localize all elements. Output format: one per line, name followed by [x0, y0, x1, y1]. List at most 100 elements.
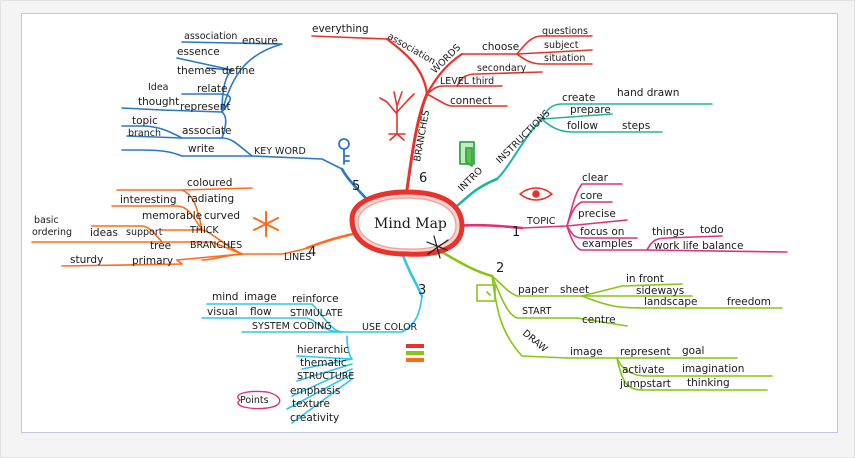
node-todo: todo	[700, 224, 724, 236]
node-relate: relate	[197, 83, 227, 95]
branches-lines	[311, 35, 593, 211]
topic-label: TOPIC	[526, 216, 556, 227]
key-icon	[338, 138, 350, 165]
node-thinking: thinking	[687, 377, 730, 389]
node-represent: represent	[620, 346, 670, 358]
node-image-green: image	[570, 346, 603, 358]
node-things: things	[652, 226, 684, 238]
center-label: Mind Map	[374, 216, 447, 232]
key-word-lines	[121, 41, 379, 212]
node-freedom: freedom	[727, 296, 771, 308]
node-basic: basic	[34, 215, 59, 226]
node-essence: essence	[177, 46, 220, 58]
node-in-front: in front	[626, 273, 664, 285]
node-image-cyan: image	[244, 291, 277, 303]
node-sturdy: sturdy	[70, 254, 103, 266]
eye-icon	[519, 187, 553, 201]
mind-map-diagram: Mind Map 6 1 2 3 4 5 BRANCHES associatio…	[31, 23, 788, 424]
node-draw: DRAW	[520, 328, 550, 355]
node-thick: THICK	[189, 225, 219, 236]
node-write: write	[188, 143, 214, 155]
node-coloured: coloured	[187, 177, 232, 189]
node-ensure: ensure	[242, 35, 278, 47]
intro-label: INTRO	[456, 165, 485, 194]
node-level: LEVEL	[440, 76, 470, 87]
node-flow: flow	[250, 306, 272, 318]
points-ring	[237, 390, 281, 410]
node-everything: everything	[312, 23, 369, 35]
node-activate: activate	[622, 364, 664, 376]
branch-number-1: 1	[512, 225, 520, 240]
lines-label: LINES	[284, 252, 311, 263]
node-idea: Idea	[148, 82, 169, 93]
node-branches: BRANCHES	[190, 240, 242, 251]
node-topic: topic	[132, 115, 158, 127]
node-memorable: memorable	[142, 210, 202, 222]
node-themes: themes	[177, 65, 216, 77]
paper-lines	[440, 250, 783, 391]
branch-number-5: 5	[352, 179, 360, 194]
node-interesting: interesting	[120, 194, 177, 206]
node-association-blue: association	[184, 31, 237, 42]
node-define: define	[222, 65, 255, 77]
node-tree: tree	[150, 240, 171, 252]
node-ideas: ideas	[90, 227, 118, 239]
node-reinforce: reinforce	[292, 293, 339, 305]
node-radiating: radiating	[187, 193, 234, 205]
node-primary: primary	[132, 255, 173, 267]
node-focus-on: focus on	[580, 226, 624, 238]
node-goal: goal	[682, 345, 704, 357]
node-curved: curved	[204, 210, 240, 222]
node-follow: follow	[567, 120, 598, 132]
node-texture: texture	[292, 398, 330, 410]
node-centre: centre	[582, 314, 616, 326]
node-questions: questions	[542, 26, 588, 37]
node-connect: connect	[450, 95, 492, 107]
center-node	[349, 189, 465, 259]
node-hierarchic: hierarchic	[297, 344, 349, 356]
node-examples: examples	[582, 238, 633, 250]
node-system-coding: SYSTEM CODING	[252, 321, 332, 332]
branch-number-3: 3	[418, 283, 426, 298]
node-prepare: prepare	[570, 104, 611, 116]
node-subject: subject	[544, 40, 579, 51]
node-clear: clear	[582, 172, 609, 184]
node-steps: steps	[622, 120, 650, 132]
mind-map-canvas: Mind Map 6 1 2 3 4 5 BRANCHES associatio…	[21, 13, 838, 433]
node-choose: choose	[482, 41, 519, 53]
node-mind: mind	[212, 291, 238, 303]
node-represent-blue: represent	[180, 101, 230, 113]
node-create: create	[562, 92, 595, 104]
node-emphasis: emphasis	[290, 385, 340, 397]
use-color-label: USE COLOR	[362, 322, 418, 333]
node-support: support	[126, 227, 163, 238]
tree-icon	[379, 91, 415, 141]
color-bars-icon	[406, 344, 424, 362]
node-points: Points	[240, 395, 269, 406]
topic-lines	[450, 183, 788, 253]
node-jumpstart: jumpstart	[619, 378, 671, 390]
node-start: START	[522, 306, 552, 317]
asterisk-icon	[253, 211, 279, 237]
node-sheet: sheet	[560, 284, 589, 296]
node-work-life-balance: work life balance	[654, 240, 743, 252]
node-thought: thought	[138, 96, 179, 108]
paper-icon	[476, 284, 496, 302]
branch-number-4: 4	[308, 245, 316, 260]
branch-number-2: 2	[496, 261, 504, 276]
node-hand-drawn: hand drawn	[617, 87, 679, 99]
node-situation: situation	[544, 53, 585, 64]
node-precise: precise	[578, 208, 616, 220]
node-secondary: secondary	[477, 63, 527, 74]
node-paper: paper	[518, 284, 549, 296]
key-word-label: KEY WORD	[254, 146, 306, 157]
node-thematic: thematic	[300, 357, 347, 369]
node-instructions: INSTRUCTIONS	[494, 108, 552, 166]
node-branch: branch	[128, 128, 161, 139]
labels: Mind Map 6 1 2 3 4 5 BRANCHES associatio…	[32, 23, 771, 424]
node-stimulate: STIMULATE	[290, 308, 343, 319]
node-associate: associate	[182, 125, 232, 137]
use-color-lines	[201, 250, 424, 424]
node-landscape: landscape	[644, 296, 697, 308]
